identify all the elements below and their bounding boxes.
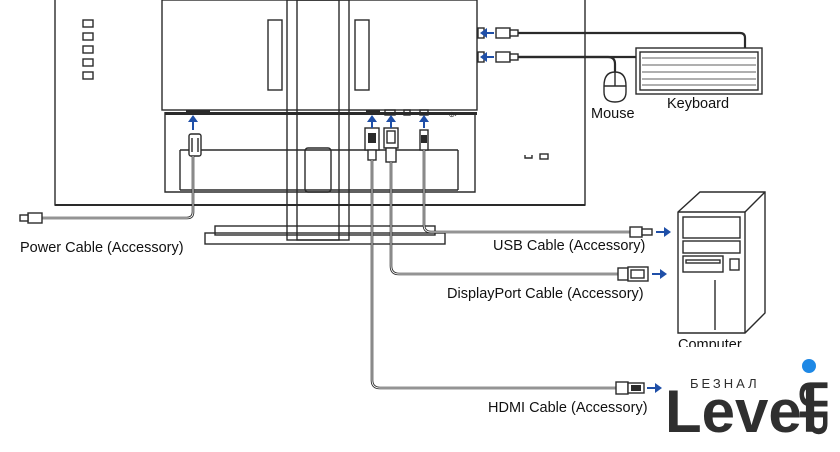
audio-port [403,109,411,116]
logo-accent-dot [802,359,816,373]
usb-cable [419,129,653,238]
power-cable-label: Power Cable (Accessory) [20,240,184,256]
power-cable [19,133,202,224]
keyboard-cable [495,27,747,48]
hdmi-port [366,110,380,115]
keyboard-label: Keyboard [667,96,729,112]
mouse-icon [603,71,627,103]
logo-side-text: UP [791,380,835,436]
monitor-stand [161,0,478,245]
hdmi-cable-label: HDMI Cable (Accessory) [488,400,648,416]
monitor-back [54,0,586,206]
mouse-label: Mouse [591,106,635,122]
usb-cable-label: USB Cable (Accessory) [493,238,645,254]
keyboard-icon [635,47,763,95]
arrow-icon [188,28,671,393]
watermark-logo: БЕЗНАЛ Level UP [665,359,835,445]
computer-label: Computer [678,337,742,353]
logo-main-text: Level [665,378,818,445]
logo-top-text: БЕЗНАЛ [690,376,760,391]
usb-symbol-icon: ⟴ [448,110,457,119]
computer-icon [677,191,766,334]
displayport-cable-label: DisplayPort Cable (Accessory) [447,286,644,302]
monitor-side-buttons [82,19,94,80]
hdmi-cable [364,127,645,395]
displayport-port [384,109,396,116]
power-port [186,110,210,114]
monitor-ports: ⟴ [186,109,549,160]
lock-icon [524,155,533,159]
